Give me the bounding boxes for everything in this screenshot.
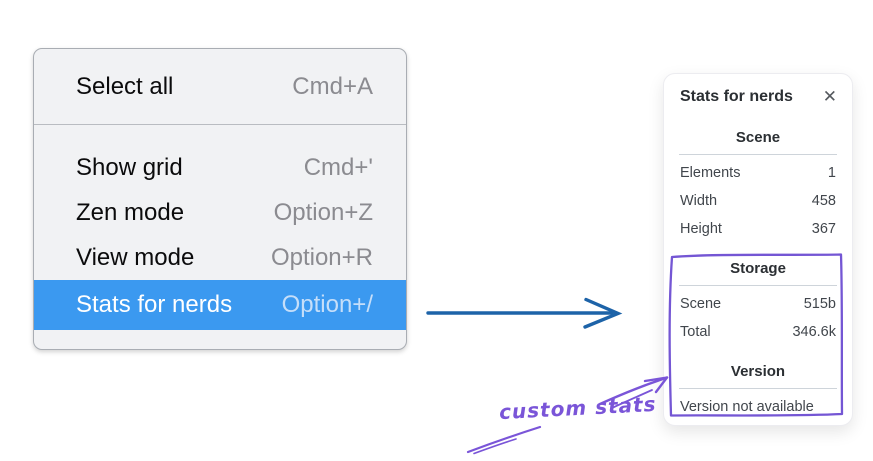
purple-underline-stroke (466, 425, 542, 455)
section-divider (679, 154, 837, 155)
version-note: Version not available (680, 399, 814, 415)
menu-item-label: View mode (76, 243, 195, 271)
panel-titlebar: Stats for nerds ✕ (680, 88, 838, 106)
menu-section-bottom: Show grid Cmd+' Zen mode Option+Z View m… (34, 125, 406, 330)
menu-item-shortcut: Cmd+' (303, 153, 373, 181)
menu-section-top: Select all Cmd+A (34, 49, 406, 109)
menu-item-label: Stats for nerds (76, 291, 233, 318)
stat-value: 367 (811, 221, 836, 237)
stat-value: 458 (811, 193, 836, 209)
menu-item-select-all[interactable]: Select all Cmd+A (34, 64, 406, 109)
menu-item-view-mode[interactable]: View mode Option+R (34, 235, 406, 280)
section-divider (679, 285, 837, 286)
context-menu: Select all Cmd+A Show grid Cmd+' Zen mod… (33, 48, 407, 350)
menu-item-zen-mode[interactable]: Zen mode Option+Z (34, 190, 406, 235)
blue-arrow (426, 297, 623, 329)
menu-item-label: Zen mode (76, 198, 185, 226)
stat-label: Elements (680, 165, 741, 181)
stat-row-height: Height 367 (678, 215, 838, 243)
section-header-version: Version (730, 363, 786, 380)
stat-row-total-storage: Total 346.6k (678, 318, 838, 346)
stats-for-nerds-panel: Stats for nerds ✕ Scene Elements 1 Width… (663, 73, 853, 426)
stat-label: Height (680, 221, 722, 237)
stat-label: Total (680, 324, 711, 340)
menu-item-label: Show grid (76, 153, 183, 181)
stat-value: 515b (803, 296, 836, 312)
stat-row-scene-storage: Scene 515b (678, 290, 838, 318)
menu-item-shortcut: Option+Z (273, 198, 373, 226)
section-divider (679, 388, 837, 389)
custom-stats-annotation: custom stats (498, 391, 658, 425)
stat-value: 1 (827, 165, 836, 181)
section-header-scene: Scene (735, 129, 781, 146)
stat-value: 346.6k (792, 324, 836, 340)
stat-row-width: Width 458 (678, 187, 838, 215)
panel-title: Stats for nerds (680, 88, 793, 105)
section-header-storage: Storage (730, 260, 786, 277)
stat-label: Scene (680, 296, 722, 312)
menu-item-shortcut: Cmd+A (292, 72, 373, 100)
menu-item-show-grid[interactable]: Show grid Cmd+' (34, 145, 406, 190)
menu-divider (34, 124, 406, 125)
menu-item-label: Select all (76, 72, 174, 100)
menu-item-shortcut: Option+/ (281, 291, 373, 318)
menu-item-shortcut: Option+R (270, 243, 373, 271)
stat-label: Width (680, 193, 718, 209)
stat-row-elements: Elements 1 (678, 159, 838, 187)
close-icon[interactable]: ✕ (822, 86, 837, 107)
menu-item-stats-for-nerds[interactable]: Stats for nerds Option+/ (34, 280, 406, 330)
